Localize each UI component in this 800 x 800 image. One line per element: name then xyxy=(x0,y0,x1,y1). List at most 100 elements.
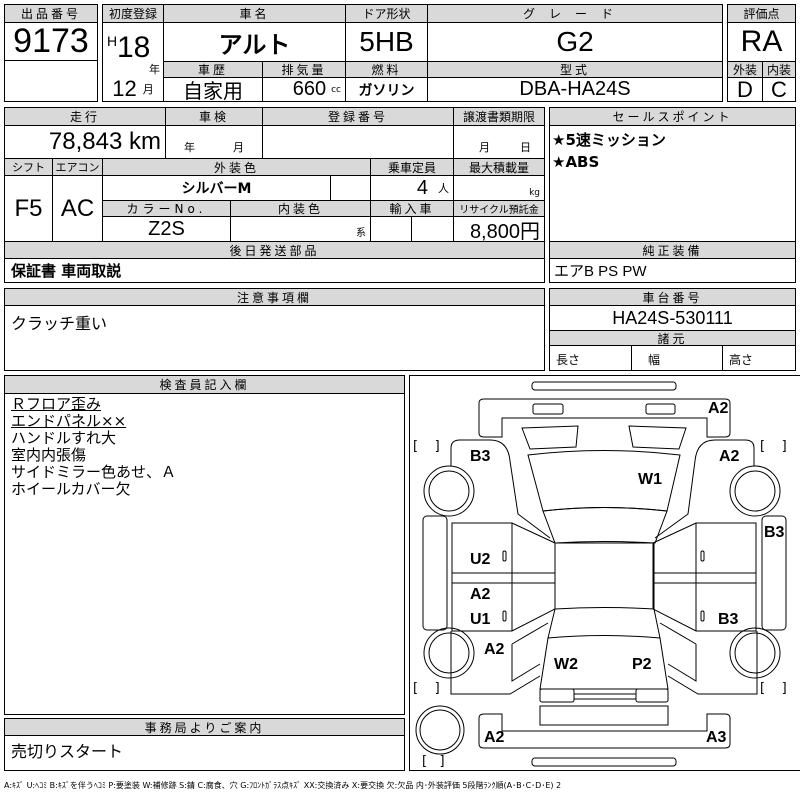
max-load-unit: kg xyxy=(453,175,545,201)
ext-color-extra xyxy=(330,175,371,201)
bracket-rf: [ ] xyxy=(760,439,787,454)
displacement-header: 排気量 xyxy=(262,61,346,78)
score: RA xyxy=(727,22,796,62)
inspector-line: ハンドルすれ大 xyxy=(11,429,117,447)
int-color-unit: 系 xyxy=(230,216,371,242)
later-parts-header: 後日発送部品 xyxy=(4,241,545,259)
mark-u2: U2 xyxy=(470,551,491,568)
reg-number xyxy=(262,125,454,159)
car-outline-icon xyxy=(415,381,787,767)
sales-point-item: ★ABS xyxy=(552,153,600,171)
shift: F5 xyxy=(4,175,53,242)
mark-right-front: A2 xyxy=(719,448,740,465)
score-header: 評価点 xyxy=(727,4,796,23)
aircon-header: エアコン xyxy=(52,158,103,176)
reg-year: 18 xyxy=(117,31,151,64)
damage-diagram: [ ] [ ] [ ] [ ] A2 B3 A2 W1 B3 U2 A2 U1 … xyxy=(409,375,800,771)
inspection-month-unit: 月 xyxy=(233,141,244,154)
aircon: AC xyxy=(52,175,103,242)
inspector-notes: Ｒフロア歪み エンドパネル×× ハンドルすれ大 室内内張傷 サイドミラー色あせ、… xyxy=(4,393,405,715)
mark-right-side: B3 xyxy=(764,524,785,541)
first-reg-header: 初度登録 xyxy=(102,4,164,23)
shift-header: シフト xyxy=(4,158,53,176)
transfer-cell: 月日 xyxy=(453,125,545,159)
mark-p2: P2 xyxy=(632,656,652,673)
inspector-line: 室内内張傷 xyxy=(11,446,87,464)
inspector-line: Ｒフロア歪み xyxy=(11,395,102,413)
sales-points: ★5速ミッション ★ABS xyxy=(549,125,796,242)
mark-rear-left: A2 xyxy=(484,729,505,746)
history: 自家用 xyxy=(163,77,263,103)
int-color-header: 内装色 xyxy=(230,200,371,217)
reg-number-header: 登録番号 xyxy=(262,107,454,126)
sales-points-header: セールスポイント xyxy=(549,107,796,126)
mark-rear-right: A3 xyxy=(706,729,727,746)
inspection-year-unit: 年 xyxy=(184,141,195,154)
mileage: 78,843 km xyxy=(4,125,166,159)
grade-header: グレード xyxy=(427,4,723,23)
ext-score: D xyxy=(727,77,763,102)
door-header: ドア形状 xyxy=(345,4,428,23)
spec-length: 長さ xyxy=(549,345,632,371)
mark-right-rear-door: B3 xyxy=(718,611,739,628)
mark-a2-side: A2 xyxy=(470,586,491,603)
spec-width: 幅 xyxy=(631,345,723,371)
office-header: 事務局よりご案内 xyxy=(4,718,405,736)
reg-month: 12 xyxy=(112,76,137,101)
int-score-header: 内装 xyxy=(762,61,796,78)
chassis-header: 車台番号 xyxy=(549,288,796,306)
mark-u1: U1 xyxy=(470,611,491,628)
era: H xyxy=(107,33,118,49)
later-parts: 保証書 車両取説 xyxy=(4,258,545,283)
first-reg-month-cell: 12 月 xyxy=(102,76,164,102)
first-reg-year-cell: H 18 年 xyxy=(102,22,164,78)
mileage-header: 走行 xyxy=(4,107,166,126)
lot-empty xyxy=(4,60,98,102)
mark-left-rear: A2 xyxy=(484,641,505,658)
legend: A:ｷｽﾞ U:ﾍｺﾐ B:ｷｽﾞを伴うﾍｺﾐ P:要塗装 W:補修跡 S:錆 … xyxy=(4,781,562,790)
door-type: 5HB xyxy=(345,22,428,62)
car-name: アルト xyxy=(163,22,346,62)
sales-point-item: ★5速ミッション xyxy=(552,131,666,149)
capacity: 4 xyxy=(416,176,428,199)
capacity-unit: 人 xyxy=(438,182,449,195)
max-load-header: 最大積載量 xyxy=(453,158,545,176)
year-unit: 年 xyxy=(149,63,160,76)
displacement: 660 xyxy=(292,78,327,100)
month-unit: 月 xyxy=(142,83,154,96)
int-score: C xyxy=(762,77,796,102)
inspection-cell: 年月 xyxy=(165,125,263,159)
spec-height: 高さ xyxy=(722,345,796,371)
inspector-line: サイドミラー色あせ、Ａ xyxy=(11,463,177,481)
lot-number: 9173 xyxy=(4,22,98,61)
fuel: ガソリン xyxy=(345,77,428,102)
mark-front-bumper: A2 xyxy=(708,400,729,417)
mark-w2: W2 xyxy=(554,656,578,673)
model-header: 型式 xyxy=(427,61,723,78)
transfer-day-unit: 日 xyxy=(520,141,531,154)
grade: G2 xyxy=(427,22,723,62)
capacity-header: 乗車定員 xyxy=(370,158,454,176)
inspector-line: エンドパネル×× xyxy=(11,412,127,430)
notes-header: 注意事項欄 xyxy=(4,288,545,306)
mark-hood: W1 xyxy=(638,471,662,488)
color-no-header: カラーNo. xyxy=(102,200,231,217)
equipment: エアB PS PW xyxy=(549,258,796,283)
office-note: 売切りスタート xyxy=(4,735,405,771)
fuel-header: 燃料 xyxy=(345,61,428,78)
inspector-line: ホイールカバー欠 xyxy=(11,480,131,498)
color-no: Z2S xyxy=(102,216,231,242)
bracket-spare: [ ] xyxy=(422,754,445,769)
chassis-number: HA24S-530111 xyxy=(549,305,796,331)
ext-color: シルバーM xyxy=(102,175,331,201)
ext-score-header: 外装 xyxy=(727,61,763,78)
bracket-lr: [ ] xyxy=(413,681,440,696)
equipment-header: 純正装備 xyxy=(549,241,796,259)
car-name-header: 車名 xyxy=(163,4,346,23)
specs-header: 諸元 xyxy=(549,330,796,346)
import-header: 輸入車 xyxy=(370,200,454,217)
transfer-header: 譲渡書類期限 xyxy=(453,107,545,126)
